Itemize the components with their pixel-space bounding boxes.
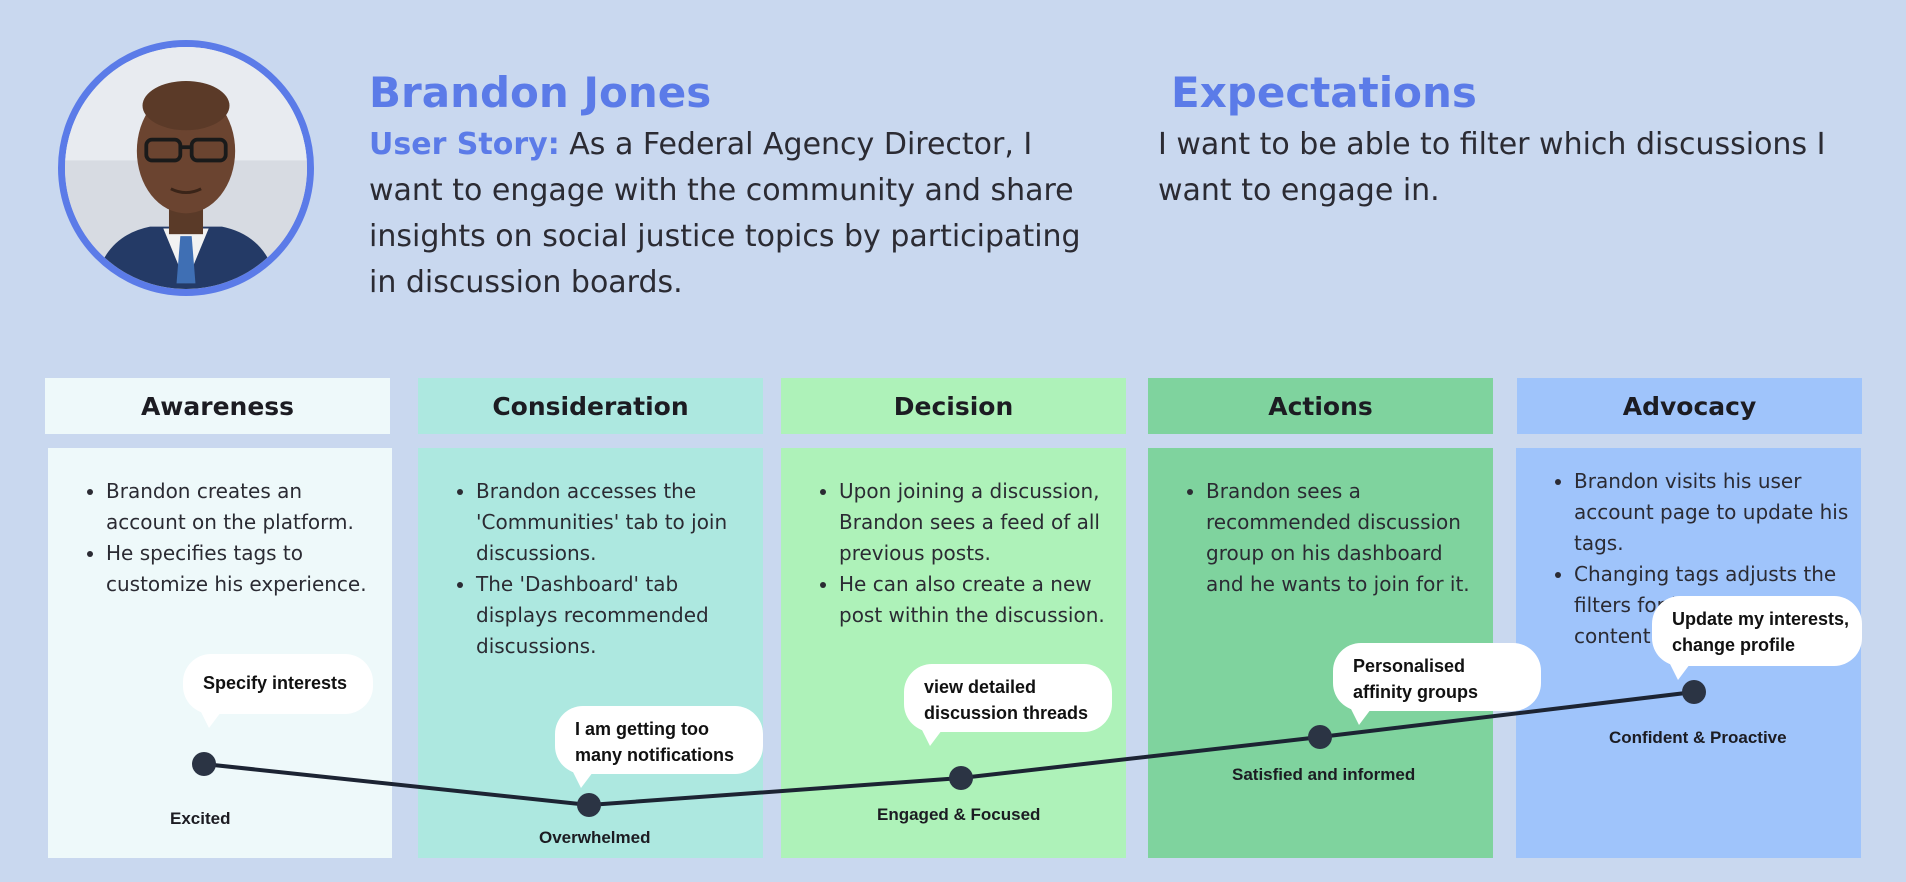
stage-header-actions: Actions [1148,378,1493,434]
thought-bubble-text: Update my interests, change profile [1672,609,1850,655]
list-item: Brandon accesses the 'Communities' tab t… [476,476,751,569]
emotion-point [192,752,216,776]
emotion-label: Engaged & Focused [877,805,1041,824]
persona-name: Brandon Jones [369,68,712,117]
stage-header-decision: Decision [781,378,1126,434]
expectations-title: Expectations [1171,68,1477,117]
stage-actions-list: Brandon creates an account on the platfo… [48,448,392,600]
persona-avatar [58,40,314,296]
thought-bubble-text: Personalised affinity groups [1353,656,1478,702]
stage-header-consideration: Consideration [418,378,763,434]
list-item: He can also create a new post within the… [839,569,1106,631]
expectations-text: I want to be able to filter which discus… [1158,127,1826,208]
emotion-point [1308,725,1332,749]
list-item: Brandon visits his user account page to … [1574,466,1849,559]
list-item: He specifies tags to customize his exper… [106,538,380,600]
thought-bubble: I am getting too many notifications [555,706,763,788]
stage-column-awareness: Brandon creates an account on the platfo… [48,448,392,858]
stage-header-awareness: Awareness [45,378,390,434]
stage-actions-list: Upon joining a discussion, Brandon sees … [781,448,1126,631]
stage-actions-list: Brandon sees a recommended discussion gr… [1148,448,1493,600]
thought-bubble-text: view detailed discussion threads [924,677,1089,723]
emotion-point [577,793,601,817]
list-item: Brandon creates an account on the platfo… [106,476,380,538]
stage-column-decision: Upon joining a discussion, Brandon sees … [781,448,1126,858]
list-item: The 'Dashboard' tab displays recommended… [476,569,751,662]
thought-bubble-text: Specify interests [203,673,348,693]
emotion-label: Overwhelmed [539,828,651,847]
thought-bubble: Specify interests [183,654,373,728]
user-story-text: As a Federal Agency Director, I want to … [369,127,1081,300]
thought-bubble: view detailed discussion threads [904,664,1112,746]
emotion-label: Excited [170,809,231,828]
thought-bubble: Update my interests, change profile [1652,596,1862,680]
list-item: Brandon sees a recommended discussion gr… [1206,476,1471,600]
stage-column-consideration: Brandon accesses the 'Communities' tab t… [418,448,763,858]
emotion-label: Satisfied and informed [1232,765,1416,784]
user-story: User Story: As a Federal Agency Director… [369,122,1089,306]
user-story-label: User Story: [369,127,560,162]
stage-actions-list: Brandon accesses the 'Communities' tab t… [418,448,763,662]
emotion-point [949,766,973,790]
thought-bubble: Personalised affinity groups [1333,643,1541,725]
list-item: Upon joining a discussion, Brandon sees … [839,476,1106,569]
stage-header-advocacy: Advocacy [1517,378,1862,434]
thought-bubble-text: I am getting too many notifications [575,719,735,765]
emotion-point [1682,680,1706,704]
emotion-label: Confident & Proactive [1609,728,1787,747]
